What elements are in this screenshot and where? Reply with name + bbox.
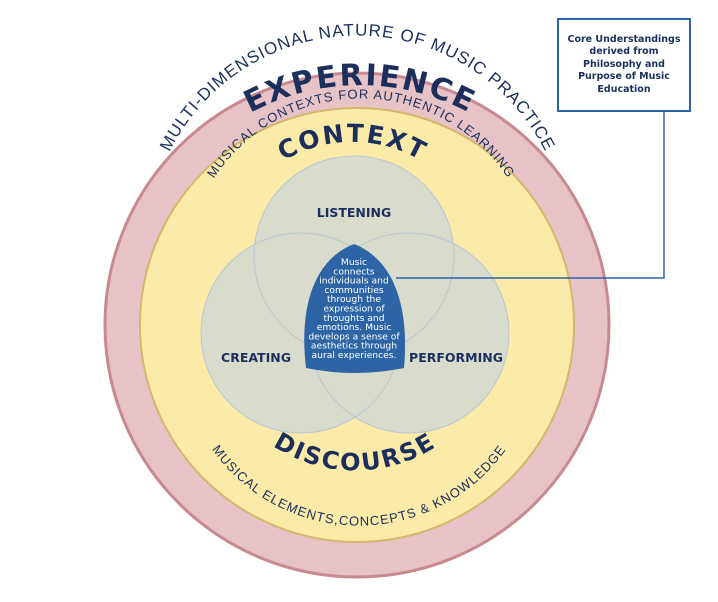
center-statement-line: individuals and [319, 276, 389, 287]
callout-text: Core Understandings derived from Philoso… [567, 33, 681, 95]
center-statement-line: communities [324, 285, 384, 296]
center-statement-line: aural experiences. [312, 350, 397, 361]
center-statement-line: develops a sense of [308, 331, 400, 342]
center-statement-line: expression of [323, 304, 385, 315]
callout-connector [396, 112, 665, 279]
callout-box: Core Understandings derived from Philoso… [557, 18, 691, 112]
venn-label-listening: LISTENING [317, 205, 392, 220]
center-statement-line: thoughts and [323, 313, 384, 324]
venn-label-creating: CREATING [221, 350, 291, 365]
center-shape [304, 244, 406, 373]
venn-label-performing: PERFORMING [409, 350, 503, 365]
center-statement-line: connects [333, 266, 375, 277]
center-statement-line: Music [341, 257, 367, 268]
center-statement-line: aesthetics through [311, 341, 397, 352]
center-statement-line: through the [327, 294, 381, 305]
center-statement-line: emotions. Music [317, 322, 392, 333]
